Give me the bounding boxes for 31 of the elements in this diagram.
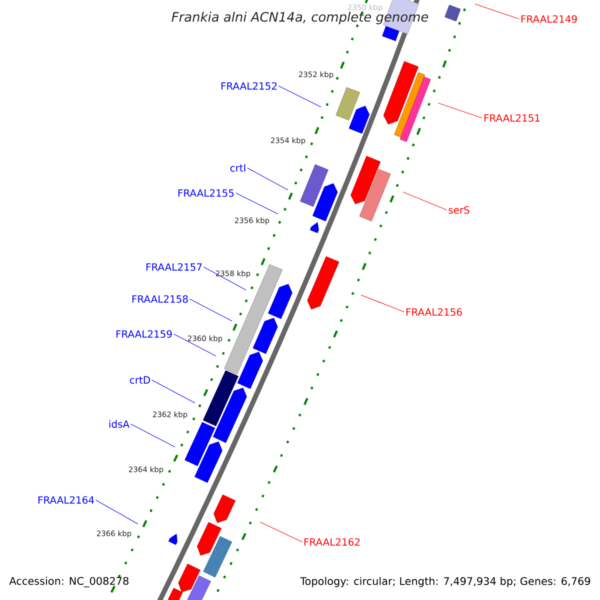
leader-line <box>235 192 278 214</box>
gene-label: crtD <box>130 376 150 384</box>
gene-label: FRAAL2156 <box>406 308 462 316</box>
gene-label: FRAAL2162 <box>304 538 360 546</box>
gene-label: serS <box>448 206 470 214</box>
leader-line <box>130 424 176 448</box>
gene-label: FRAAL2159 <box>116 330 172 338</box>
gene-label: FRAAL2158 <box>132 295 188 303</box>
leader-line <box>151 380 196 404</box>
info-text: Accession: NC_008278 <box>9 576 128 588</box>
leader-line <box>173 334 216 356</box>
gene-label: FRAAL2149 <box>521 15 577 23</box>
leader-line <box>360 294 405 312</box>
gene-label: FRAAL2164 <box>38 496 94 504</box>
leader-line <box>438 102 483 118</box>
leader-line <box>474 4 520 20</box>
leader-line <box>247 168 288 190</box>
leader-line <box>95 500 138 524</box>
gene-label: FRAAL2152 <box>221 82 277 90</box>
gene-label: FRAAL2155 <box>178 189 234 197</box>
gene-label: idsA <box>109 420 130 428</box>
gene-label: crtI <box>230 164 246 172</box>
info-text: Topology: circular; Length: 7,497,934 bp; Genes: 6,769 <box>300 576 590 588</box>
gene-label: FRAAL2151 <box>484 114 540 122</box>
leader-line <box>260 522 303 542</box>
leader-line <box>402 192 448 210</box>
gene-label: FRAAL2157 <box>146 263 202 271</box>
leader-line <box>203 266 246 290</box>
title: Frankia alni ACN14a, complete genome <box>172 12 428 24</box>
leader-line <box>278 86 322 108</box>
leader-line <box>189 298 232 322</box>
